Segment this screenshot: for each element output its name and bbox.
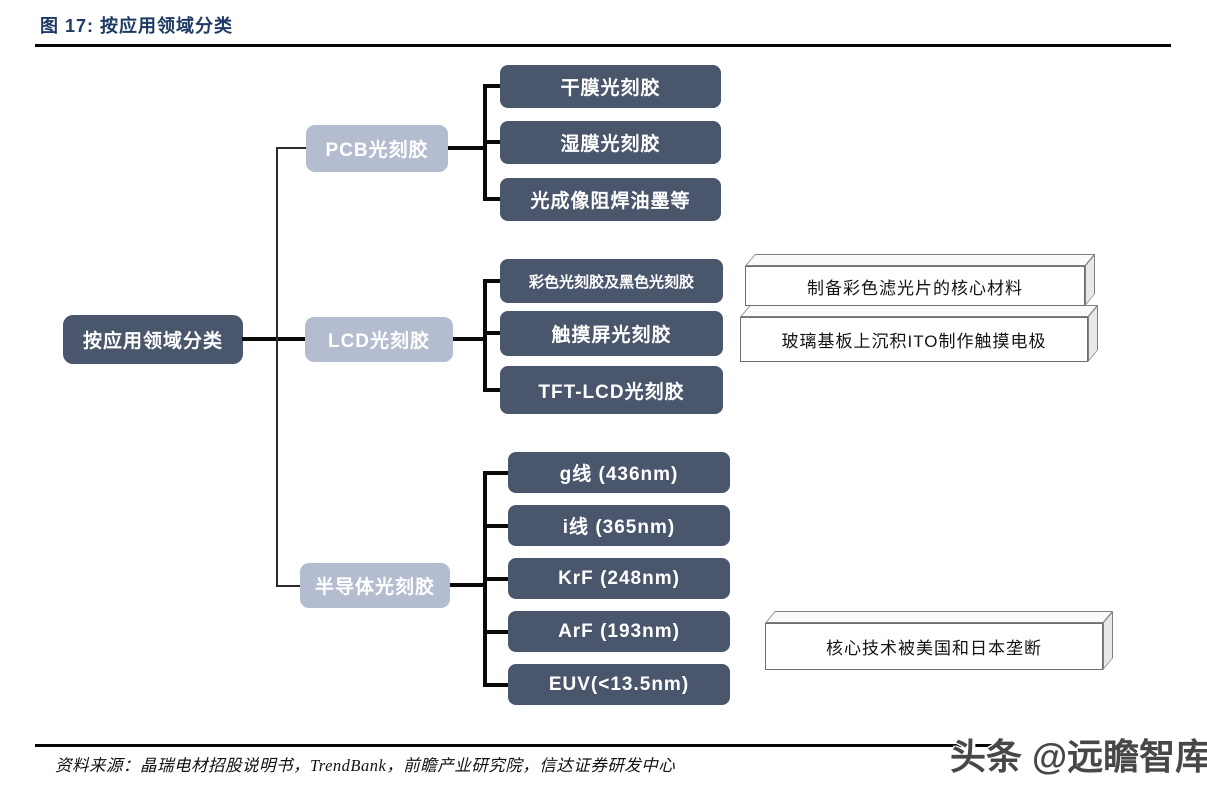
- connector-semi-child5: [483, 683, 508, 687]
- connector-pcb-child3: [483, 197, 502, 201]
- watermark: 头条 @远瞻智库: [950, 736, 1207, 777]
- annotation-box-right-face: [1088, 304, 1098, 362]
- title-divider: [35, 44, 1171, 47]
- annotation-box-top-face: [740, 305, 1099, 317]
- annotation-box-color-filter: 制备彩色滤光片的核心材料: [745, 253, 1096, 306]
- leaf-node-wet-film: 湿膜光刻胶: [500, 121, 721, 164]
- annotation-box-top-face: [765, 611, 1114, 623]
- annotation-box-monopoly: 核心技术被美国和日本垄断: [765, 610, 1114, 670]
- annotation-box-ito-electrode: 玻璃基板上沉积ITO制作触摸电极: [740, 304, 1099, 362]
- figure-title: 图 17: 按应用领域分类: [40, 16, 234, 36]
- connector-trunk-semiconductor: [276, 585, 306, 587]
- connector-pcb-main: [448, 146, 485, 150]
- connector-lcd-child2: [483, 331, 502, 335]
- connector-semi-child3: [483, 577, 508, 581]
- leaf-node-krf: KrF (248nm): [508, 558, 730, 599]
- annotation-text: 制备彩色滤光片的核心材料: [745, 266, 1085, 306]
- leaf-node-tft-lcd-resist: TFT-LCD光刻胶: [500, 366, 723, 414]
- leaf-node-touchscreen-resist: 触摸屏光刻胶: [500, 311, 723, 356]
- leaf-node-i-line: i线 (365nm): [508, 505, 730, 546]
- branch-node-pcb: PCB光刻胶: [306, 125, 448, 172]
- branch-node-semiconductor: 半导体光刻胶: [300, 563, 450, 608]
- annotation-box-top-face: [745, 254, 1096, 266]
- source-note: 资料来源：晶瑞电材招股说明书，TrendBank，前瞻产业研究院，信达证券研发中…: [55, 756, 676, 775]
- leaf-node-solder-mask-ink: 光成像阻焊油墨等: [500, 178, 721, 221]
- connector-lcd-main: [453, 337, 485, 341]
- leaf-node-dry-film: 干膜光刻胶: [500, 65, 721, 108]
- connector-semi-child4: [483, 630, 508, 634]
- footer-divider: [35, 744, 1010, 747]
- leaf-node-arf: ArF (193nm): [508, 611, 730, 652]
- leaf-node-g-line: g线 (436nm): [508, 452, 730, 493]
- annotation-text: 核心技术被美国和日本垄断: [765, 623, 1103, 670]
- connector-pcb-child1: [483, 84, 502, 88]
- connector-lcd-child1: [483, 279, 502, 283]
- connector-root-lcd: [242, 337, 306, 341]
- annotation-box-right-face: [1103, 610, 1113, 670]
- connector-trunk-pcb: [276, 147, 306, 149]
- connector-semi-child2: [483, 524, 508, 528]
- annotation-text: 玻璃基板上沉积ITO制作触摸电极: [740, 317, 1088, 362]
- leaf-node-euv: EUV(<13.5nm): [508, 664, 730, 705]
- connector-trunk-vertical: [276, 147, 278, 587]
- connector-lcd-child3: [483, 388, 502, 392]
- connector-semi-main: [450, 583, 485, 587]
- connector-semi-child1: [483, 471, 508, 475]
- connector-lcd-vertical: [483, 279, 487, 392]
- leaf-node-color-black-resist: 彩色光刻胶及黑色光刻胶: [500, 259, 723, 303]
- root-node: 按应用领域分类: [63, 315, 243, 364]
- connector-pcb-child2: [483, 140, 502, 144]
- branch-node-lcd: LCD光刻胶: [305, 317, 453, 362]
